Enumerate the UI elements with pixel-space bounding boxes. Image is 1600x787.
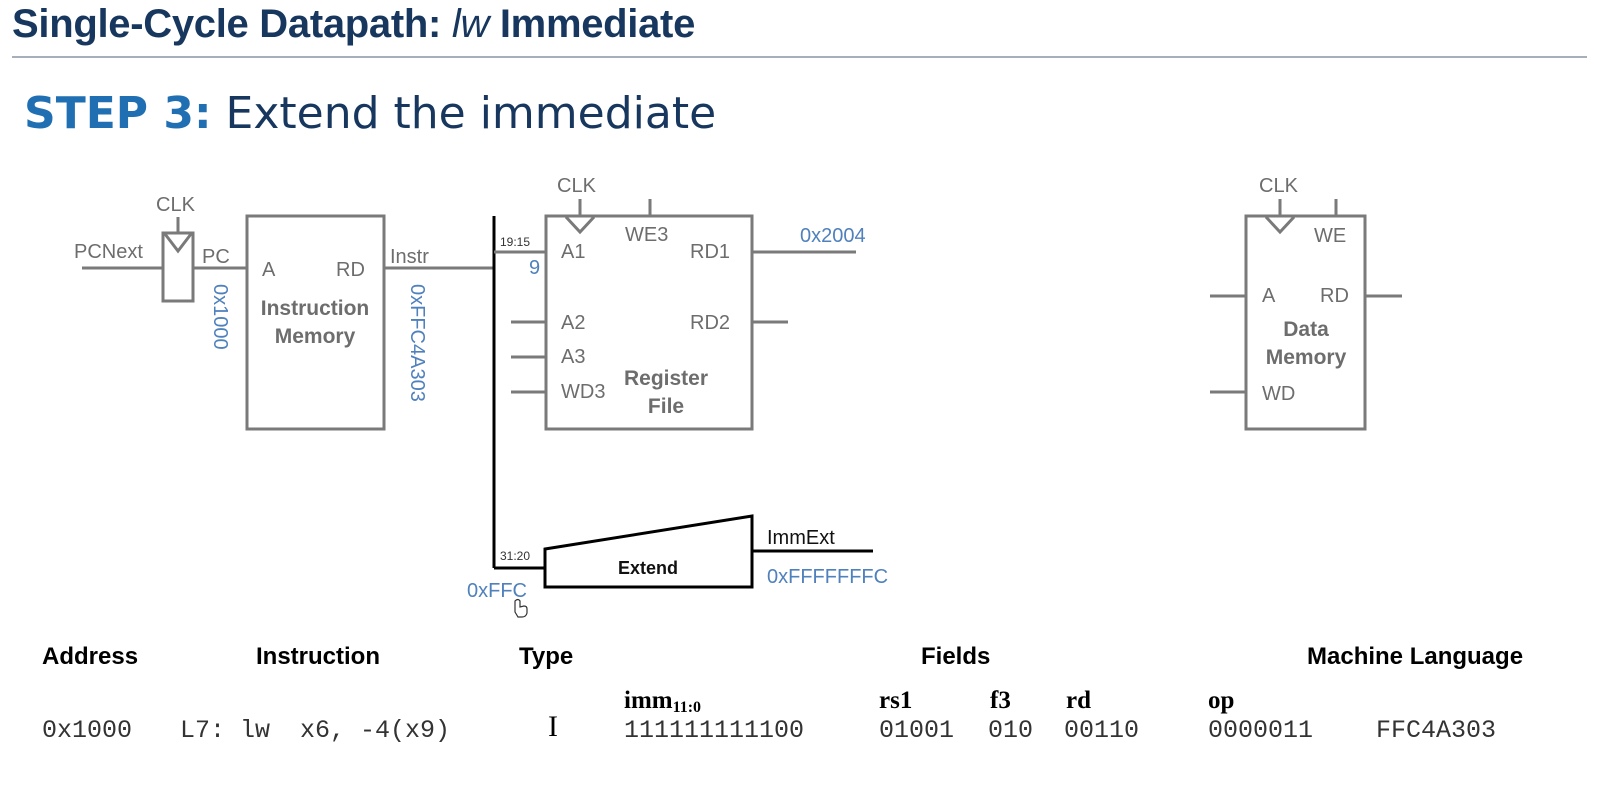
title-divider <box>12 56 1587 58</box>
pc-clk-label: CLK <box>156 194 196 216</box>
regfile-name-2: File <box>648 395 684 418</box>
datapath-diagram: CLK PCNext PC 0x1000 A RD Instruction Me… <box>74 175 1402 618</box>
dmem-clk-label: CLK <box>1259 175 1299 197</box>
field-imm-header: imm11:0 <box>624 687 701 717</box>
row-address: 0x1000 <box>42 716 133 745</box>
imm-input-value: 0xFFC <box>467 580 527 602</box>
field-rs1-header: rs1 <box>879 687 913 714</box>
row-rs1: 01001 <box>879 716 955 745</box>
regfile-name-1: Register <box>624 367 708 390</box>
field-f3-header: f3 <box>990 687 1011 714</box>
header-address: Address <box>42 643 139 670</box>
a1-bits: 19:15 <box>500 235 530 249</box>
title-main: Single-Cycle Datapath: <box>12 2 452 46</box>
imm-range: 11:0 <box>672 699 702 716</box>
pcnext-label: PCNext <box>74 241 143 263</box>
row-imm: 111111111100 <box>624 716 805 745</box>
pc-register: CLK <box>156 194 196 303</box>
regfile-clk-label: CLK <box>557 175 597 197</box>
rd1-value: 0x2004 <box>800 225 866 247</box>
step-number: STEP 3: <box>24 88 212 139</box>
row-rd: 00110 <box>1064 716 1140 745</box>
rd1-label: RD1 <box>690 241 730 263</box>
row-op: 0000011 <box>1208 716 1314 745</box>
a1-label: A1 <box>561 241 585 263</box>
dmem-name-1: Data <box>1283 318 1329 341</box>
row-machine-language: FFC4A303 <box>1376 716 1497 745</box>
slide-title: Single-Cycle Datapath: lw Immediate <box>12 2 695 47</box>
pc-label: PC <box>202 246 230 268</box>
immext-label: ImmExt <box>767 527 835 549</box>
data-memory: CLK WE A RD WD Data Memory <box>1244 175 1367 431</box>
field-op-header: op <box>1208 687 1235 714</box>
dmem-name-2: Memory <box>1266 346 1347 369</box>
header-type: Type <box>519 643 574 670</box>
register-file: CLK WE3 A1 RD1 A2 RD2 A3 WD3 Register Fi… <box>544 175 754 431</box>
row-type: I <box>548 710 558 743</box>
dmem-we-label: WE <box>1314 225 1346 247</box>
row-instruction: L7: lw x6, -4(x9) <box>180 716 451 745</box>
hand-cursor-icon <box>514 598 528 618</box>
we3-label: WE3 <box>625 224 668 246</box>
a1-value: 9 <box>529 257 540 279</box>
header-machine-language: Machine Language <box>1307 643 1524 670</box>
field-rd-header: rd <box>1066 687 1091 714</box>
imem-name-1: Instruction <box>261 297 370 320</box>
imem-rd-label: RD <box>336 259 365 281</box>
pc-value: 0x1000 <box>209 284 231 350</box>
rd2-label: RD2 <box>690 312 730 334</box>
dmem-wd-label: WD <box>1262 383 1295 405</box>
instruction-memory: A RD Instruction Memory <box>245 214 386 431</box>
dmem-a-label: A <box>1262 285 1276 307</box>
imm-bits: 31:20 <box>500 549 530 563</box>
imem-a-label: A <box>262 259 276 281</box>
title-rest: Immediate <box>489 2 696 46</box>
title-instr: lw <box>451 2 490 46</box>
header-instruction: Instruction <box>256 643 380 670</box>
extend-unit <box>543 514 754 589</box>
a3-label: A3 <box>561 346 585 368</box>
header-fields: Fields <box>921 643 991 670</box>
imem-name-2: Memory <box>275 325 356 348</box>
instr-value: 0xFFC4A303 <box>406 284 428 402</box>
step-text: Extend the immediate <box>211 88 717 139</box>
wd3-label: WD3 <box>561 381 605 403</box>
imm-name: imm <box>624 687 673 714</box>
extend-label: Extend <box>618 558 678 578</box>
a2-label: A2 <box>561 312 585 334</box>
dmem-rd-label: RD <box>1320 285 1349 307</box>
instr-label: Instr <box>390 246 429 268</box>
row-f3: 010 <box>988 716 1034 745</box>
step-heading: STEP 3: Extend the immediate <box>24 88 716 139</box>
immext-value: 0xFFFFFFFC <box>767 566 888 588</box>
